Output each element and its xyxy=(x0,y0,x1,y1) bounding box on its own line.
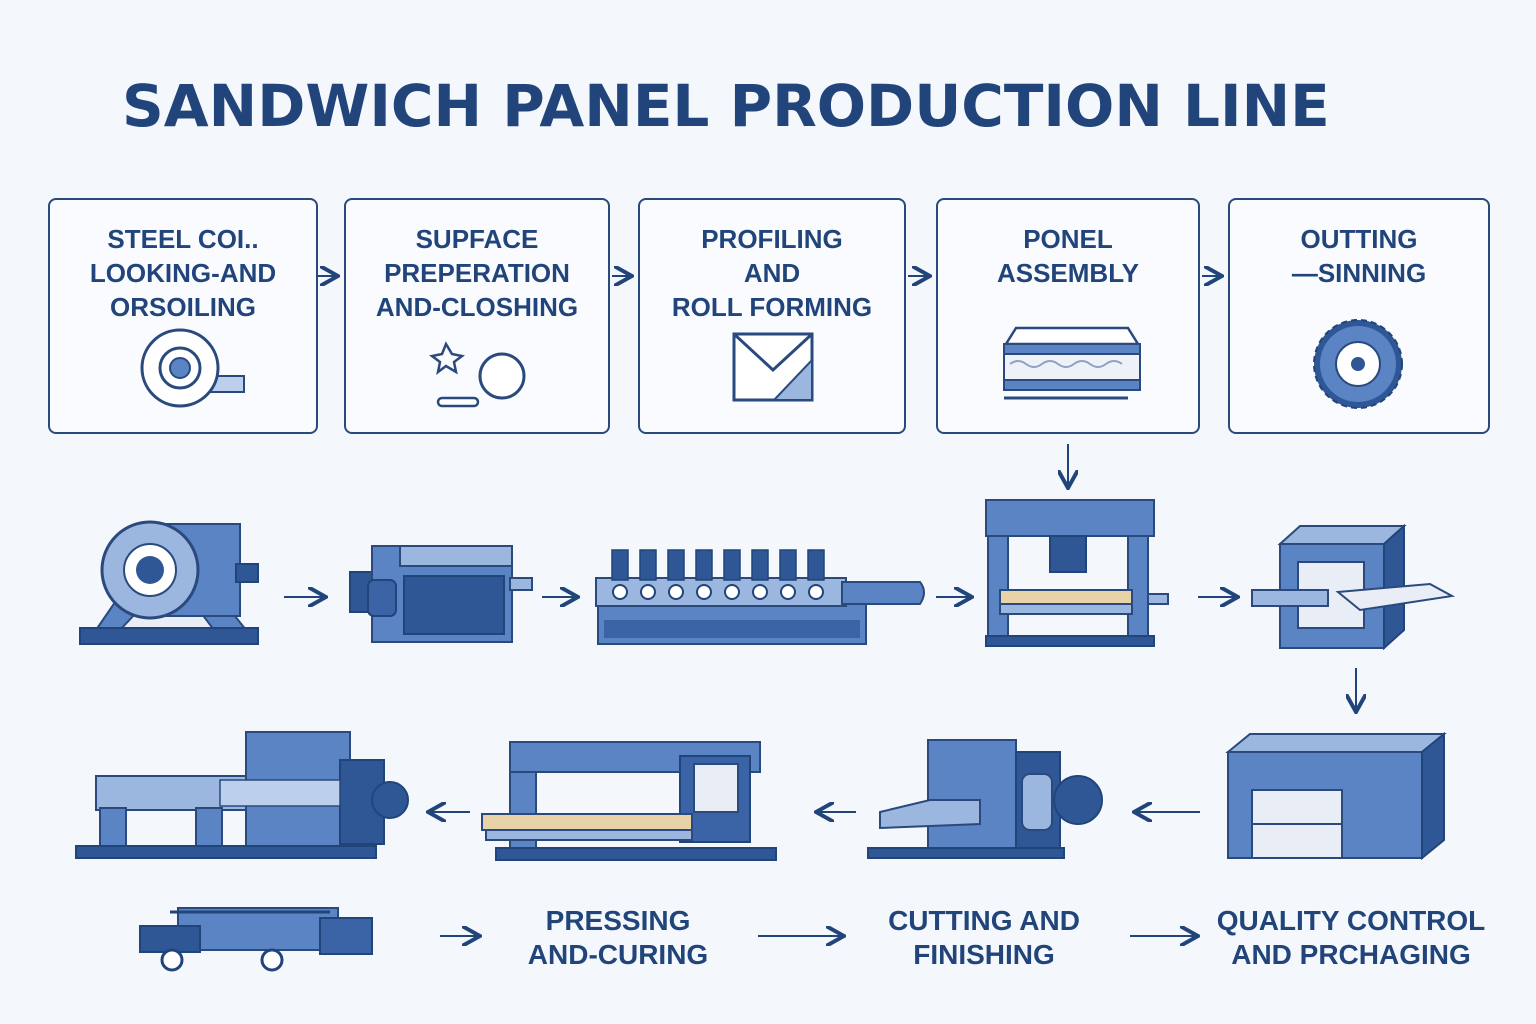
label-quality-packaging: QUALITY CONTROL AND PRCHAGING xyxy=(1216,905,1486,970)
panel-assembly-icon xyxy=(938,324,1198,414)
step-box-roll-forming: PROFILING AND ROLL FORMING xyxy=(638,198,906,434)
roll-forming-icon xyxy=(640,324,904,414)
quality-packaging-machine xyxy=(1225,731,1447,861)
page-title: SANDWICH PANEL PRODUCTION LINE xyxy=(122,72,1330,140)
assembly-press-machine xyxy=(985,499,1169,647)
uncoiler-machine xyxy=(79,520,259,645)
step-label: OUTTING —SINNING xyxy=(1291,224,1427,288)
steel-coil-icon xyxy=(50,324,316,414)
step-box-steel-coil: STEEL COI.. LOOKING-AND ORSOILING xyxy=(48,198,318,434)
saw-blade-icon xyxy=(1230,319,1488,414)
pressing-curing-machine xyxy=(481,741,777,861)
surface-prep-machine xyxy=(349,545,533,643)
label-cutting-finishing: CUTTING AND FINISHING xyxy=(888,905,1080,970)
cutting-finishing-machine xyxy=(867,739,1103,859)
step-label: STEEL COI.. LOOKING-AND ORSOILING xyxy=(89,224,277,322)
step-label: PROFILING AND ROLL FORMING xyxy=(671,224,873,322)
step-box-surface-prep: SUPFACE PREPERATION AND-CLOSHING xyxy=(344,198,610,434)
surface-prep-icon xyxy=(346,324,608,414)
transport-cart xyxy=(139,907,373,972)
roll-forming-machine xyxy=(595,549,925,645)
cutting-station-machine xyxy=(1251,523,1456,651)
label-pressing-curing: PRESSING AND-CURING xyxy=(527,905,709,970)
step-box-cutting: OUTTING —SINNING xyxy=(1228,198,1490,434)
stacking-line-machine xyxy=(75,731,409,859)
step-label: PONEL ASSEMBLY xyxy=(996,224,1140,288)
step-box-panel-assembly: PONEL ASSEMBLY xyxy=(936,198,1200,434)
step-label: SUPFACE PREPERATION AND-CLOSHING xyxy=(375,224,579,322)
